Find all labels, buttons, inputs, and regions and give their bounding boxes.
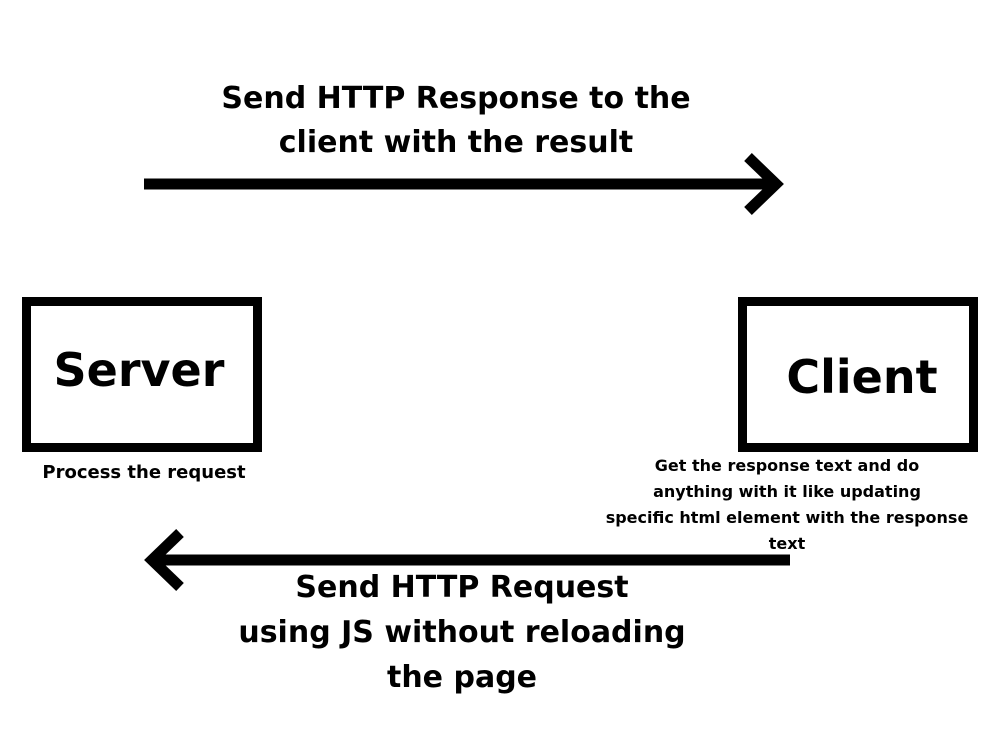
client-title: Client [786, 349, 938, 404]
response-arrow-head [744, 153, 784, 215]
client-note-line-3: specific html element with the response [605, 508, 969, 527]
response-arrow-label: Send HTTP Response to the client with th… [156, 77, 756, 165]
client-note-line-4: text [768, 534, 806, 553]
client-node: Client [738, 297, 978, 452]
server-note: Process the request [42, 462, 246, 483]
response-arrow [144, 153, 784, 215]
client-note: Get the response text and do anything wi… [572, 453, 1000, 557]
client-note-line-2: anything with it like updating [653, 482, 921, 501]
response-label-line-1: Send HTTP Response to the [221, 81, 691, 116]
request-arrow-head [144, 529, 184, 591]
request-label-line-3: the page [386, 660, 538, 695]
server-node: Server [22, 297, 262, 452]
request-label-line-2: using JS without reloading [238, 615, 686, 650]
response-label-line-2: client with the result [278, 125, 634, 160]
client-note-line-1: Get the response text and do [654, 456, 920, 475]
request-arrow [144, 529, 790, 591]
request-label-line-1: Send HTTP Request [295, 570, 629, 605]
server-title: Server [53, 342, 225, 397]
request-arrow-label: Send HTTP Request using JS without reloa… [162, 565, 762, 700]
